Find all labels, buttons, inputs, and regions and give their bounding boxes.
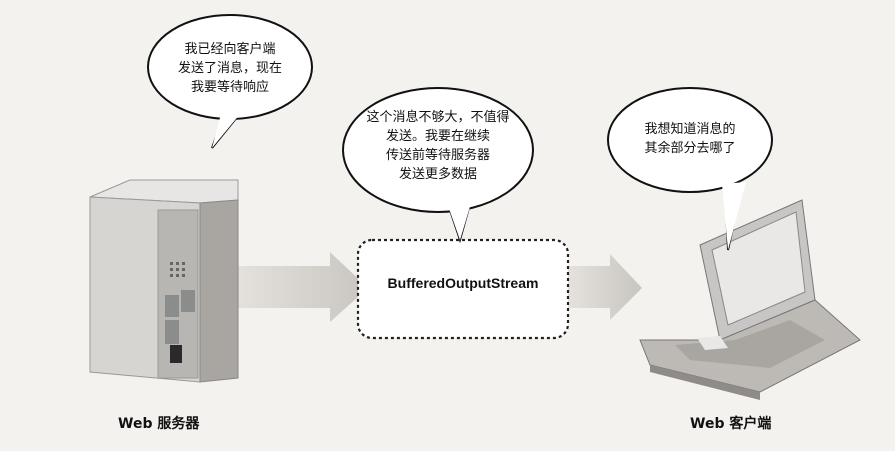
stream-box [356, 238, 570, 340]
arrow-server-to-stream [230, 252, 368, 322]
client-bubble-text: 我想知道消息的 其余部分去哪了 [644, 122, 736, 156]
server-illustration [89, 179, 239, 383]
speech-bubble-server [147, 14, 313, 149]
laptop-illustration [639, 199, 861, 400]
server-caption: Web 服务器 [118, 416, 200, 432]
arrow-stream-to-client [565, 254, 642, 320]
stream-box-label: BufferedOutputStream [387, 275, 539, 291]
speech-bubble-client [607, 87, 773, 251]
client-caption: Web 客户端 [690, 416, 772, 432]
stream-bubble-text: 这个消息不够大，不值得 发送。我要在继续 传送前等待服务器 发送更多数据 [366, 110, 510, 182]
server-bubble-text: 我已经向客户端 发送了消息，现在 我要等待响应 [177, 42, 282, 95]
speech-bubble-stream [342, 87, 534, 244]
